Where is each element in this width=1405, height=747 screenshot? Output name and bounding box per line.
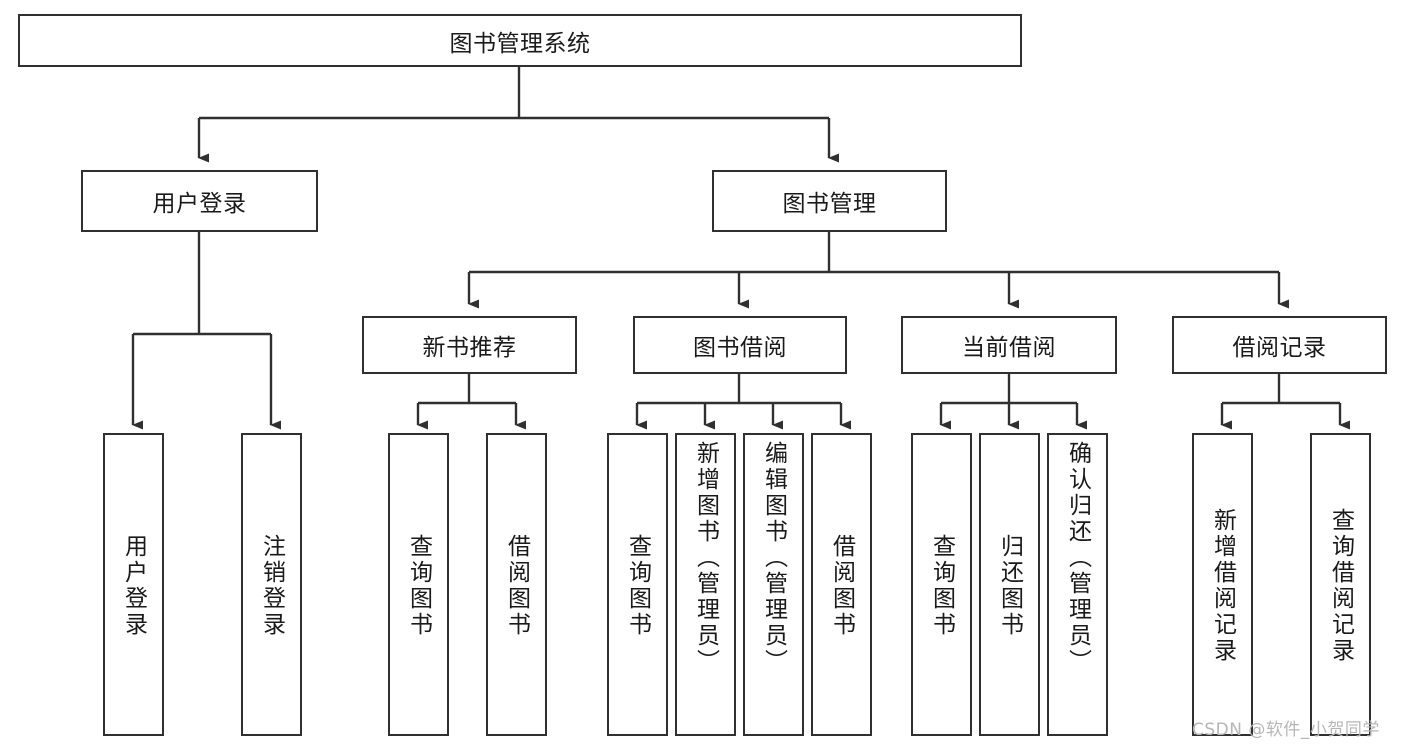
- node-label: 查询借阅记录: [1327, 507, 1354, 664]
- leaf-query-book-recommend[interactable]: 查询图书: [388, 433, 449, 736]
- leaf-return-book[interactable]: 归还图书: [979, 433, 1040, 736]
- node-label: 图书借阅: [693, 335, 787, 361]
- leaf-add-borrow-record[interactable]: 新增借阅记录: [1192, 433, 1253, 736]
- leaf-add-book-admin[interactable]: 新增图书（管理员）: [675, 433, 736, 736]
- node-book-borrow[interactable]: 图书借阅: [633, 316, 847, 374]
- leaf-query-book-current[interactable]: 查询图书: [911, 433, 972, 736]
- node-label: 新书推荐: [422, 335, 517, 361]
- node-label: 用户登录: [120, 533, 147, 638]
- node-label: 借阅记录: [1232, 335, 1327, 361]
- node-label: 确认归还（管理员）: [1064, 441, 1091, 675]
- node-label: 图书管理系统: [449, 30, 591, 57]
- node-label: 用户登录: [152, 191, 247, 217]
- node-label: 查询图书: [405, 533, 432, 638]
- csdn-watermark: CSDN @软件_小贺同学: [1192, 720, 1380, 740]
- leaf-query-book-borrow[interactable]: 查询图书: [607, 433, 668, 736]
- node-label: 借阅图书: [503, 533, 530, 638]
- node-new-book-recommend[interactable]: 新书推荐: [362, 316, 577, 374]
- node-root-system[interactable]: 图书管理系统: [18, 14, 1022, 67]
- node-label: 当前借阅: [962, 335, 1056, 361]
- node-label: 借阅图书: [828, 533, 855, 638]
- node-label: 编辑图书（管理员）: [760, 441, 787, 675]
- leaf-edit-book-admin[interactable]: 编辑图书（管理员）: [743, 433, 804, 736]
- node-label: 图书管理: [782, 191, 877, 217]
- leaf-user-login[interactable]: 用户登录: [103, 433, 164, 736]
- leaf-user-logout[interactable]: 注销登录: [241, 433, 302, 736]
- node-book-management[interactable]: 图书管理: [712, 170, 947, 232]
- node-label: 新增图书（管理员）: [692, 441, 719, 675]
- leaf-confirm-return-admin[interactable]: 确认归还（管理员）: [1047, 433, 1108, 736]
- node-label: 归还图书: [996, 533, 1023, 638]
- leaf-borrow-book-recommend[interactable]: 借阅图书: [486, 433, 547, 736]
- node-label: 查询图书: [624, 533, 651, 638]
- node-current-borrow[interactable]: 当前借阅: [901, 316, 1117, 374]
- node-user-login[interactable]: 用户登录: [81, 170, 318, 232]
- node-label: 新增借阅记录: [1209, 507, 1236, 664]
- leaf-query-borrow-record[interactable]: 查询借阅记录: [1310, 433, 1371, 736]
- node-label: 查询图书: [928, 533, 955, 638]
- node-borrow-record[interactable]: 借阅记录: [1172, 316, 1387, 374]
- node-label: 注销登录: [258, 533, 285, 638]
- leaf-borrow-book[interactable]: 借阅图书: [811, 433, 872, 736]
